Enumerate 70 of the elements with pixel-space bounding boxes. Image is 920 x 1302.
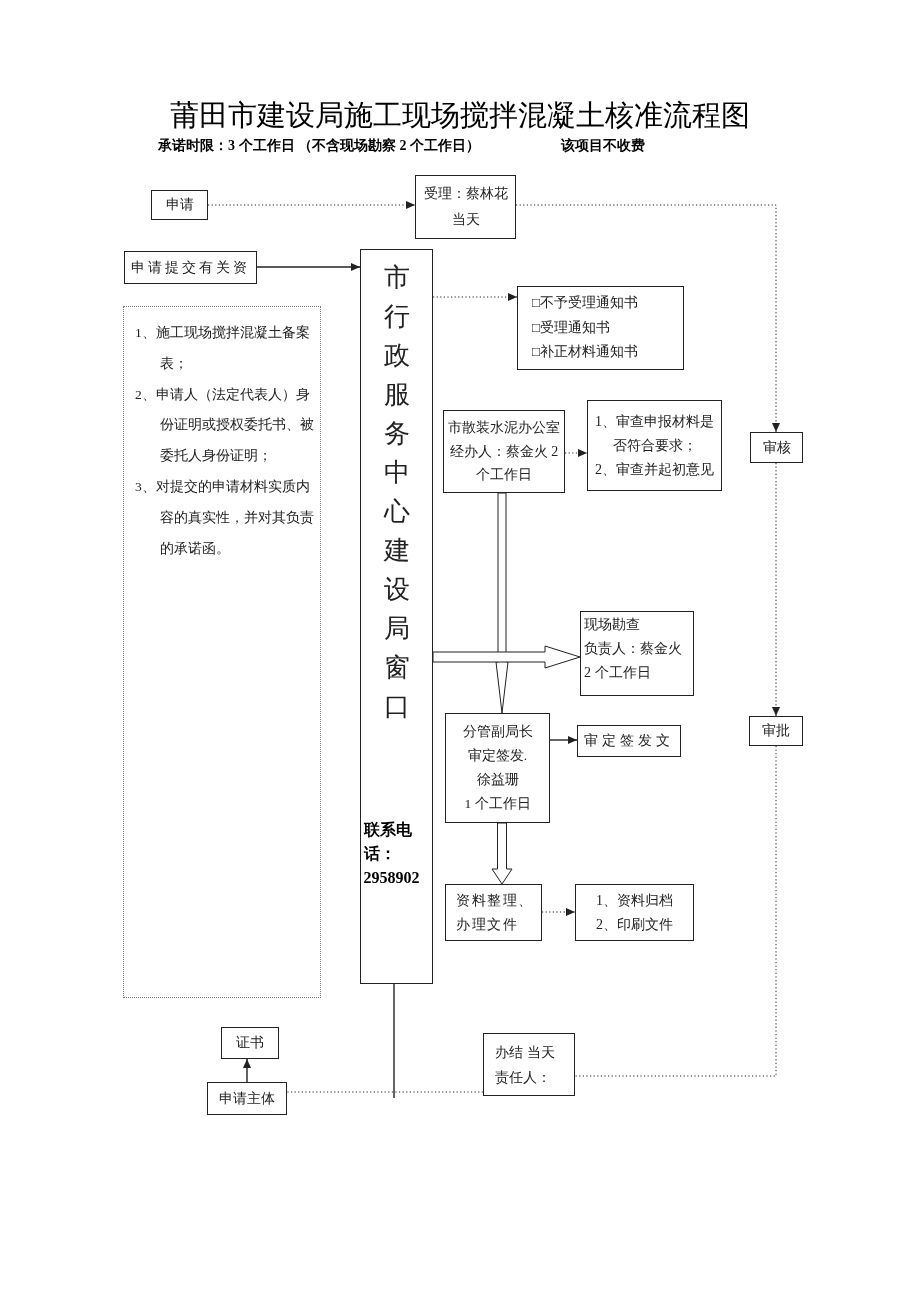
notice-box (517, 286, 684, 370)
arrow (564, 449, 588, 457)
arrow (432, 293, 518, 301)
box-label: 办结 当天 (495, 1043, 555, 1062)
hollow-arrow (432, 645, 581, 669)
box-label: 受理：蔡林花 (423, 185, 508, 203)
box-label: 市散装水泥办公室 (448, 419, 560, 438)
process-box (587, 400, 722, 491)
box-label: 审核 (762, 438, 791, 457)
arrow (549, 736, 578, 744)
requirement-item: 1、施工现场搅拌混凝土备案表； (135, 324, 311, 373)
hollow-arrow (491, 822, 513, 885)
box-label: 徐益珊 (476, 771, 519, 789)
connector-line (286, 1091, 484, 1093)
subtitle-note: 该项目不收费 (561, 137, 645, 155)
box-label: 证书 (236, 1034, 264, 1052)
process-box (749, 716, 803, 746)
arrow (772, 462, 780, 717)
arrow (243, 1058, 251, 1083)
box-label: 分管副局长 (462, 723, 533, 741)
box-label: 1、资料归档 (596, 891, 673, 910)
process-box (575, 884, 694, 941)
box-label: 审定签发文 (584, 732, 674, 750)
box-label: 审定签发. (467, 747, 528, 765)
process-box (415, 175, 516, 239)
process-box (577, 725, 681, 757)
process-box (151, 190, 208, 220)
process-box (124, 251, 257, 284)
box-label: 2 个工作日 (584, 664, 651, 682)
process-box (207, 1082, 287, 1115)
box-label: 负责人：蔡金火 (584, 640, 682, 658)
service-window-bar (360, 249, 433, 984)
hollow-arrow (495, 492, 509, 714)
process-box (221, 1027, 279, 1059)
arrow (207, 201, 416, 209)
requirement-item: 3、对提交的申请材料实质内容的真实性，并对其负责的承诺函。 (135, 478, 315, 558)
box-label: 申请主体 (219, 1089, 275, 1108)
box-label: 2、审查并起初意见 (595, 460, 714, 479)
arrow (541, 908, 576, 916)
diagram-title: 莆田市建设局施工现场搅拌混凝土核准流程图 (170, 98, 750, 133)
box-label: 1、审查申报材料是否符合要求； (594, 412, 715, 455)
phone-label: 联系电话：2958902 (363, 820, 421, 888)
box-label: 个工作日 (476, 466, 532, 485)
process-box (750, 432, 803, 463)
notice-option: □不予受理通知书 (532, 291, 639, 316)
requirements-box (123, 306, 321, 998)
box-label: 现场勘查 (584, 616, 640, 634)
vertical-label: 市行政服务中心建设局窗口 (383, 262, 410, 723)
notice-option: □受理通知书 (532, 315, 611, 341)
box-label: 经办人：蔡金火 2 (449, 442, 559, 461)
box-label: 审批 (762, 722, 790, 740)
box-label: 责任人： (495, 1068, 551, 1087)
box-label: 申请提交有关资 (131, 258, 250, 277)
box-label: 申请 (165, 196, 194, 214)
box-label: 当天 (451, 211, 480, 229)
box-label: 资料整理、办理文件 (456, 891, 535, 934)
connector-line (574, 745, 777, 1077)
box-label: 2、印刷文件 (596, 915, 673, 934)
connector-line (393, 983, 395, 1099)
process-box (483, 1033, 575, 1096)
process-box (580, 611, 694, 696)
arrow (515, 204, 780, 433)
box-label: 1 个工作日 (464, 795, 531, 813)
arrow (256, 263, 361, 271)
process-box (443, 410, 565, 493)
notice-option: □补正材料通知书 (532, 340, 639, 365)
requirement-item: 2、申请人（法定代表人）身份证明或授权委托书、被委托人身份证明； (135, 385, 315, 466)
process-box (445, 884, 542, 941)
subtitle-note: 承诺时限：3 个工作日 （不含现场勘察 2 个工作日） (158, 137, 480, 155)
process-box (445, 713, 550, 823)
